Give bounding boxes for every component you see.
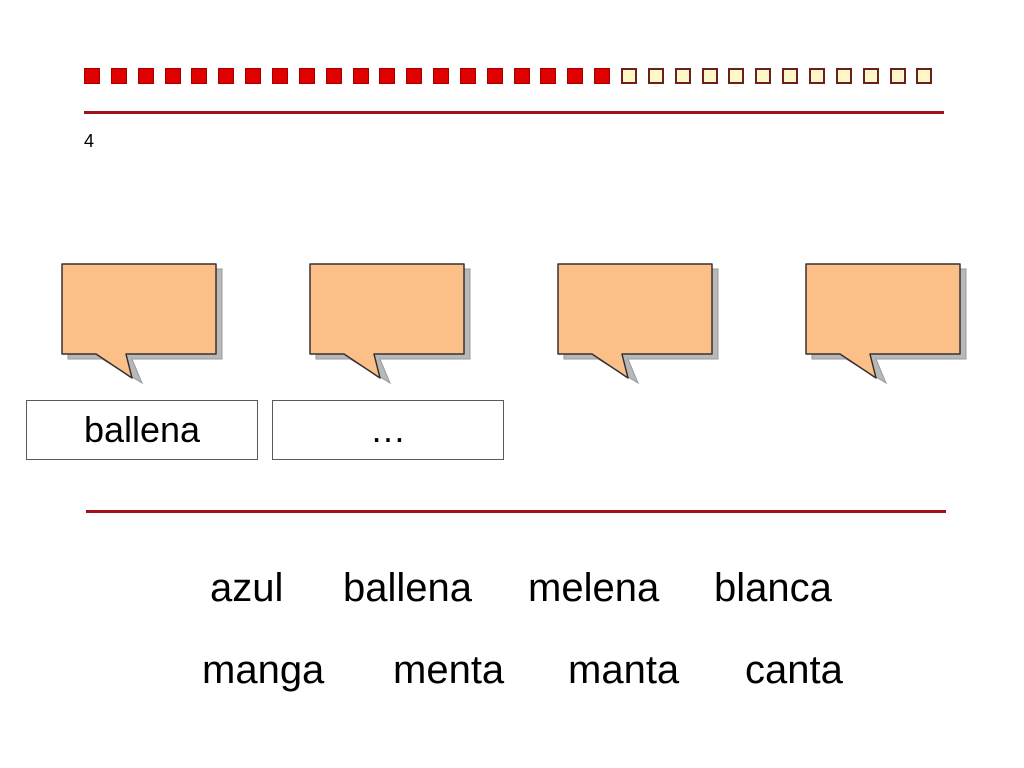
speech-bubble-4[interactable] xyxy=(804,262,976,388)
progress-square xyxy=(245,68,262,84)
progress-square xyxy=(755,68,772,84)
progress-square xyxy=(164,68,181,84)
progress-square xyxy=(567,68,584,84)
speech-bubble-1[interactable] xyxy=(60,262,232,388)
speech-bubble-3[interactable] xyxy=(556,262,728,388)
slide-number: 4 xyxy=(84,131,95,151)
progress-square xyxy=(325,68,342,84)
progress-square xyxy=(352,68,369,84)
progress-square xyxy=(808,68,825,84)
progress-square xyxy=(379,68,396,84)
progress-square xyxy=(137,68,154,84)
progress-square xyxy=(728,68,745,84)
progress-square xyxy=(433,68,450,84)
progress-square xyxy=(674,68,691,84)
progress-square xyxy=(513,68,530,84)
progress-square xyxy=(701,68,718,84)
progress-square xyxy=(84,68,100,84)
progress-square xyxy=(540,68,557,84)
speech-bubble-2[interactable] xyxy=(308,262,480,388)
word-option[interactable]: manta xyxy=(568,648,680,692)
progress-square xyxy=(862,68,879,84)
progress-square xyxy=(621,68,637,84)
progress-square xyxy=(486,68,503,84)
progress-square xyxy=(406,68,423,84)
answer-box-2[interactable]: … xyxy=(272,400,504,460)
progress-square xyxy=(110,68,127,84)
progress-square xyxy=(889,68,906,84)
progress-square xyxy=(594,68,611,84)
word-option[interactable]: manga xyxy=(202,648,325,692)
word-option[interactable]: melena xyxy=(528,566,660,610)
progress-square xyxy=(647,68,664,84)
progress-square xyxy=(271,68,288,84)
progress-bar xyxy=(84,68,944,88)
progress-square xyxy=(218,68,235,84)
word-option[interactable]: blanca xyxy=(714,566,832,610)
word-option[interactable]: menta xyxy=(393,648,505,692)
progress-square xyxy=(916,68,933,84)
progress-square xyxy=(835,68,852,84)
progress-square xyxy=(298,68,315,84)
word-bank-divider xyxy=(86,510,946,513)
word-option[interactable]: azul xyxy=(210,566,284,610)
progress-square xyxy=(191,68,208,84)
progress-square xyxy=(782,68,799,84)
header-divider xyxy=(84,111,944,114)
progress-square xyxy=(459,68,476,84)
answer-box-1[interactable]: ballena xyxy=(26,400,258,460)
word-option[interactable]: ballena xyxy=(343,566,473,610)
word-option[interactable]: canta xyxy=(745,648,843,692)
